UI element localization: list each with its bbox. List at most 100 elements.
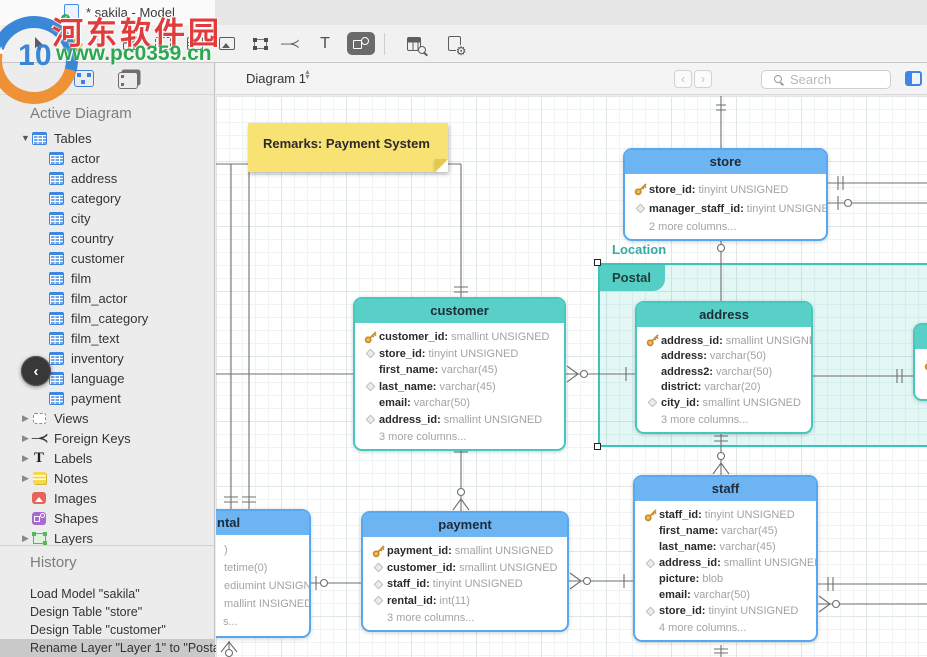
sidebar-item-table-country[interactable]: country (0, 228, 214, 248)
sidebar-item-table-payment[interactable]: payment (0, 388, 214, 408)
entity-city-partial[interactable] (913, 323, 927, 401)
entity-field (922, 355, 927, 373)
search-input[interactable] (790, 72, 880, 87)
text-tool-icon[interactable]: T (320, 34, 330, 52)
field-name: district: (661, 381, 702, 394)
diagram-selector-stepper-icon[interactable]: ▲▼ (304, 69, 311, 81)
window-title: * sakila - Model (86, 5, 175, 20)
more-columns-label: 3 more columns... (661, 413, 749, 426)
sidebar-item-shapes[interactable]: Shapes (0, 508, 214, 528)
entity-rental[interactable]: ntal)tetime(0)ediumint UNSIGN...mallint … (216, 509, 311, 638)
image-tool-icon[interactable] (215, 32, 239, 56)
layer-location-label[interactable]: Location (612, 242, 667, 257)
sidebar-item-layers[interactable]: ▶Layers (0, 528, 214, 548)
field-name: address2: (661, 365, 713, 378)
nav-back-button[interactable]: ‹ (674, 70, 692, 88)
field-name: customer_id: (379, 331, 449, 344)
disclosure-right-icon[interactable]: ▶ (22, 472, 29, 483)
sidebar-item-table-film_category[interactable]: film_category (0, 308, 214, 328)
sidebar-item-foreign-keys[interactable]: ▶─≺Foreign Keys (0, 428, 214, 448)
sidebar-item-table-film_actor[interactable]: film_actor (0, 288, 214, 308)
note-remarks[interactable]: Remarks: Payment System (248, 123, 448, 172)
nav-forward-button[interactable]: › (694, 70, 712, 88)
model-preview-icon[interactable] (402, 32, 428, 56)
history-list: Load Model "sakila" Design Table "store" D… (0, 585, 227, 657)
entity-field: address_id:smallint UNSIGNED (642, 555, 816, 571)
sidebar-collapse-button[interactable]: ‹ (21, 356, 51, 386)
disclosure-down-icon[interactable]: ▼ (21, 133, 30, 143)
table-tool-icon[interactable] (119, 32, 143, 56)
sidebar-item-images[interactable]: Images (0, 488, 214, 508)
sidebar-item-notes[interactable]: ▶Notes (0, 468, 214, 488)
history-item[interactable]: Design Table "customer" (30, 623, 166, 637)
sidebar-item-table-city[interactable]: city (0, 208, 214, 228)
disclosure-right-icon[interactable]: ▶ (22, 412, 29, 423)
history-item[interactable]: Load Model "sakila" (30, 587, 140, 601)
sidebar-group-tables[interactable]: ▼ Tables (21, 130, 92, 146)
entity-field: city_id:smallint UNSIGNED (644, 395, 803, 411)
vertex-tool-icon[interactable] (248, 32, 272, 56)
field-name: first_name: (659, 525, 719, 537)
field-name: customer_id: (387, 561, 457, 574)
shape-tool-icon[interactable] (347, 32, 375, 55)
table-icon (48, 311, 64, 326)
disclosure-right-icon[interactable]: ▶ (22, 532, 29, 543)
tab-model-icon[interactable] (117, 71, 138, 89)
view-tool-icon[interactable] (151, 32, 175, 56)
entity-field: address2:varchar(50) (644, 364, 803, 380)
field-type: varchar(50) (413, 397, 471, 410)
labels-icon: T (33, 449, 44, 466)
disclosure-right-icon[interactable]: ▶ (22, 452, 29, 463)
field-name: payment_id: (387, 545, 452, 558)
pointer-icon[interactable] (26, 32, 50, 56)
sidebar-item-table-inventory[interactable]: inventory (0, 348, 214, 368)
table-icon (48, 191, 64, 206)
field-type: tetime(0) (224, 562, 268, 574)
history-item[interactable]: Rename Layer "Layer 1" to "Postal" (0, 639, 227, 657)
table-icon (31, 131, 47, 146)
note-tool-icon[interactable] (183, 32, 207, 56)
entity-address[interactable]: address address_id:smallint UNSIGNEDaddr… (635, 301, 813, 434)
sidebar-item-table-customer[interactable]: customer (0, 248, 214, 268)
history-item[interactable]: Design Table "store" (30, 605, 143, 619)
selection-handle[interactable] (594, 443, 601, 450)
entity-field: ediumint UNSIGN... (221, 577, 309, 595)
tab-active-diagram-icon[interactable] (73, 70, 94, 87)
diagram-selector[interactable]: Diagram 1 (246, 71, 306, 86)
connection-tool-icon[interactable]: ─≺ (280, 35, 300, 51)
hand-icon[interactable]: ✋ (66, 35, 86, 53)
sidebar-item-table-film[interactable]: film (0, 268, 214, 288)
sidebar-item-table-language[interactable]: language (0, 368, 214, 388)
disclosure-right-icon[interactable]: ▶ (22, 432, 29, 443)
panel-toggle-icon[interactable] (905, 71, 922, 86)
field-type: varchar(50) (709, 350, 767, 363)
diagram-settings-icon[interactable]: ⚙ (442, 32, 467, 57)
field-type: varchar(45) (441, 364, 498, 377)
diagram-canvas[interactable]: Postal Location (216, 96, 927, 657)
field-name: last_name: (379, 380, 437, 393)
primary-key-icon (644, 334, 661, 347)
sidebar-item-table-actor[interactable]: actor (0, 148, 214, 168)
table-icon (48, 331, 64, 346)
field-name: staff_id: (387, 578, 430, 591)
field-name: store_id: (649, 183, 696, 196)
field-type: varchar(45) (721, 525, 778, 537)
sidebar-item-views[interactable]: ▶Views (0, 408, 214, 428)
field-name: picture: (659, 573, 700, 585)
selection-handle[interactable] (594, 259, 601, 266)
entity-field: tetime(0) (221, 559, 301, 577)
layer-tab[interactable]: Postal (600, 265, 666, 291)
primary-key-icon (362, 331, 379, 344)
sidebar-item-table-address[interactable]: address (0, 168, 214, 188)
field-type: ) (224, 544, 228, 556)
sidebar-item-table-category[interactable]: category (0, 188, 214, 208)
entity-field: first_name:varchar(45) (642, 523, 808, 539)
sidebar-item-table-film_text[interactable]: film_text (0, 328, 214, 348)
note-fold-icon (435, 159, 448, 172)
